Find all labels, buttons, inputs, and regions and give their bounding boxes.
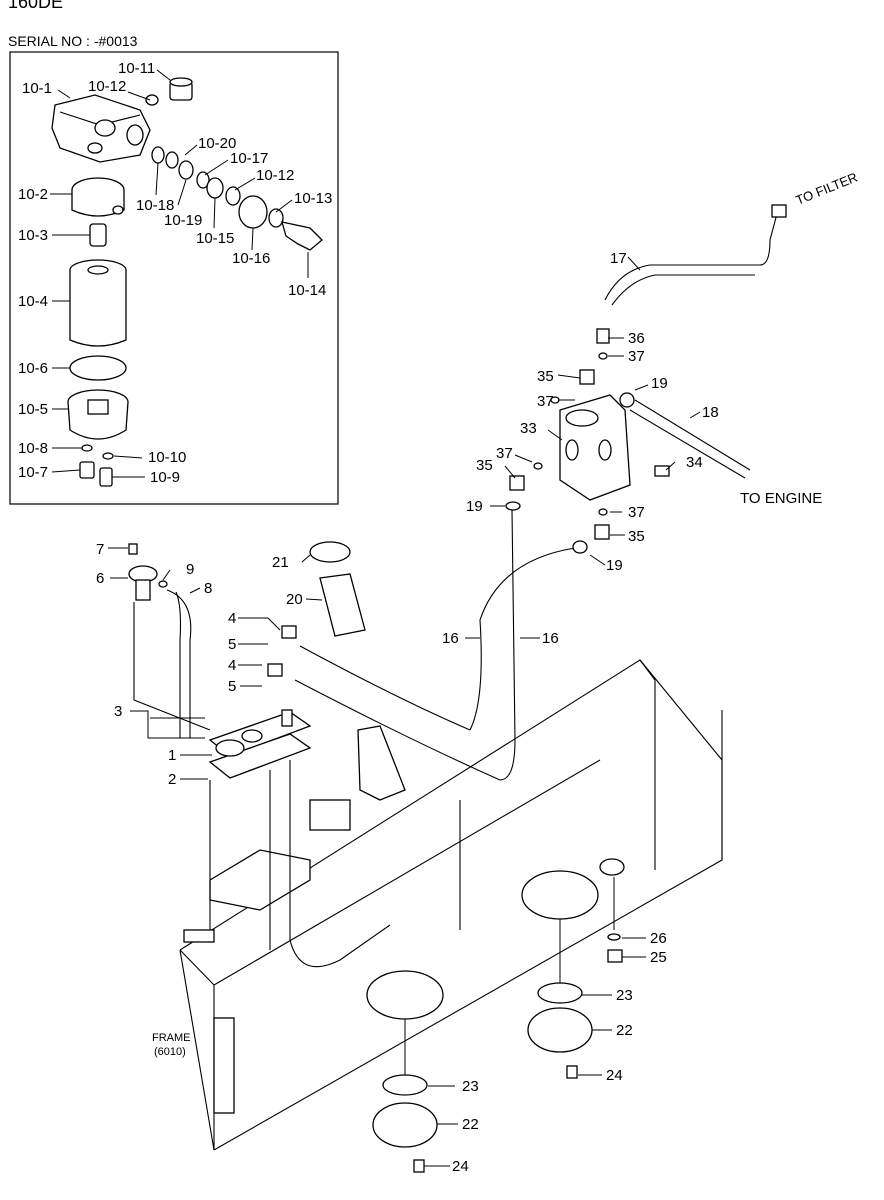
- label-4a: 4: [228, 610, 236, 627]
- label-10-1: 10-1: [22, 80, 52, 97]
- label-10-11: 10-11: [118, 60, 155, 77]
- label-10-12b: 10-12: [256, 167, 294, 184]
- filler-cap-drawing: [309, 541, 406, 801]
- label-10-12a: 10-12: [88, 78, 126, 95]
- fuel-hoses-drawing: [289, 509, 576, 968]
- label-25: 25: [650, 949, 667, 966]
- label-10-19: 10-19: [164, 212, 202, 229]
- label-20: 20: [286, 591, 303, 608]
- label-37a: 37: [628, 348, 645, 365]
- frame-code-note: (6010): [154, 1046, 186, 1058]
- label-3: 3: [114, 703, 122, 720]
- drain-parts-drawing: [79, 444, 114, 487]
- inset-leader-lines: [50, 69, 309, 478]
- label-10-15: 10-15: [196, 230, 234, 247]
- label-36: 36: [628, 330, 645, 347]
- serial-number: SERIAL NO : -#0013: [8, 33, 138, 49]
- label-19b: 19: [466, 498, 483, 515]
- label-37d: 37: [628, 504, 645, 521]
- level-sender-drawing: [133, 602, 312, 950]
- label-4b: 4: [228, 657, 236, 674]
- label-10-6: 10-6: [18, 360, 48, 377]
- inset-frame: [9, 51, 339, 505]
- label-5b: 5: [228, 678, 236, 695]
- small-fittings-drawing: [505, 328, 670, 554]
- label-19a: 19: [651, 375, 668, 392]
- label-10-13: 10-13: [294, 190, 332, 207]
- label-5a: 5: [228, 636, 236, 653]
- label-21: 21: [272, 554, 289, 571]
- plug-drawing: [145, 77, 193, 106]
- main-leader-lines: [108, 256, 701, 1167]
- label-16b: 16: [542, 630, 559, 647]
- filter-cover-drawing: [71, 177, 125, 217]
- label-34: 34: [686, 454, 703, 471]
- main-part-labels: 17 36 37 35 19 18 37 33 37 35 34 19 37 3…: [96, 250, 719, 1175]
- to-filter-note: TO FILTER: [794, 169, 860, 207]
- label-10-16: 10-16: [232, 250, 270, 267]
- label-19c: 19: [606, 557, 623, 574]
- label-24a: 24: [606, 1067, 623, 1084]
- bowl-drawing: [67, 389, 129, 440]
- label-26: 26: [650, 930, 667, 947]
- label-22a: 22: [616, 1022, 633, 1039]
- label-37b: 37: [537, 393, 554, 410]
- label-10-17: 10-17: [230, 150, 268, 167]
- label-24b: 24: [452, 1158, 469, 1175]
- label-10-4: 10-4: [18, 293, 48, 310]
- breather-drawing: [128, 543, 192, 738]
- label-10-8: 10-8: [18, 440, 48, 457]
- label-10-20: 10-20: [198, 135, 236, 152]
- label-2: 2: [168, 771, 176, 788]
- seal-rings-drawing: [151, 146, 323, 251]
- cover-plates-drawing: [366, 858, 625, 1173]
- inset-part-labels: 10-11 10-1 10-12 10-20 10-17 10-12 10-13…: [18, 60, 332, 486]
- frame-note: FRAME: [152, 1032, 191, 1044]
- label-9: 9: [186, 561, 194, 578]
- o-ring-drawing: [69, 355, 127, 381]
- label-10-10: 10-10: [148, 449, 186, 466]
- label-16a: 16: [442, 630, 459, 647]
- label-17: 17: [610, 250, 627, 267]
- label-35c: 35: [628, 528, 645, 545]
- label-10-5: 10-5: [18, 401, 48, 418]
- nipple-drawing: [89, 223, 107, 247]
- label-33: 33: [520, 420, 537, 437]
- label-8: 8: [204, 580, 212, 597]
- label-10-18: 10-18: [136, 197, 174, 214]
- filter-head-drawing: [51, 94, 151, 163]
- label-10-7: 10-7: [18, 464, 48, 481]
- label-10-3: 10-3: [18, 227, 48, 244]
- label-10-9: 10-9: [150, 469, 180, 486]
- label-22b: 22: [462, 1116, 479, 1133]
- label-10-2: 10-2: [18, 186, 48, 203]
- label-35a: 35: [537, 368, 554, 385]
- water-separator-drawing: [559, 394, 631, 501]
- return-pipe-drawing: [604, 204, 787, 479]
- filter-element-drawing: [69, 259, 127, 347]
- label-23a: 23: [616, 987, 633, 1004]
- to-engine-note: TO ENGINE: [740, 490, 822, 507]
- fittings-drawing: [267, 625, 297, 677]
- label-10-14: 10-14: [288, 282, 326, 299]
- label-1: 1: [168, 747, 176, 764]
- model-title: 160DE: [8, 0, 64, 12]
- label-35b: 35: [476, 457, 493, 474]
- label-7: 7: [96, 541, 104, 558]
- label-6: 6: [96, 570, 104, 587]
- label-37c: 37: [496, 445, 513, 462]
- fuel-tank-drawing: [179, 659, 723, 1151]
- label-23b: 23: [462, 1078, 479, 1095]
- label-18: 18: [702, 404, 719, 421]
